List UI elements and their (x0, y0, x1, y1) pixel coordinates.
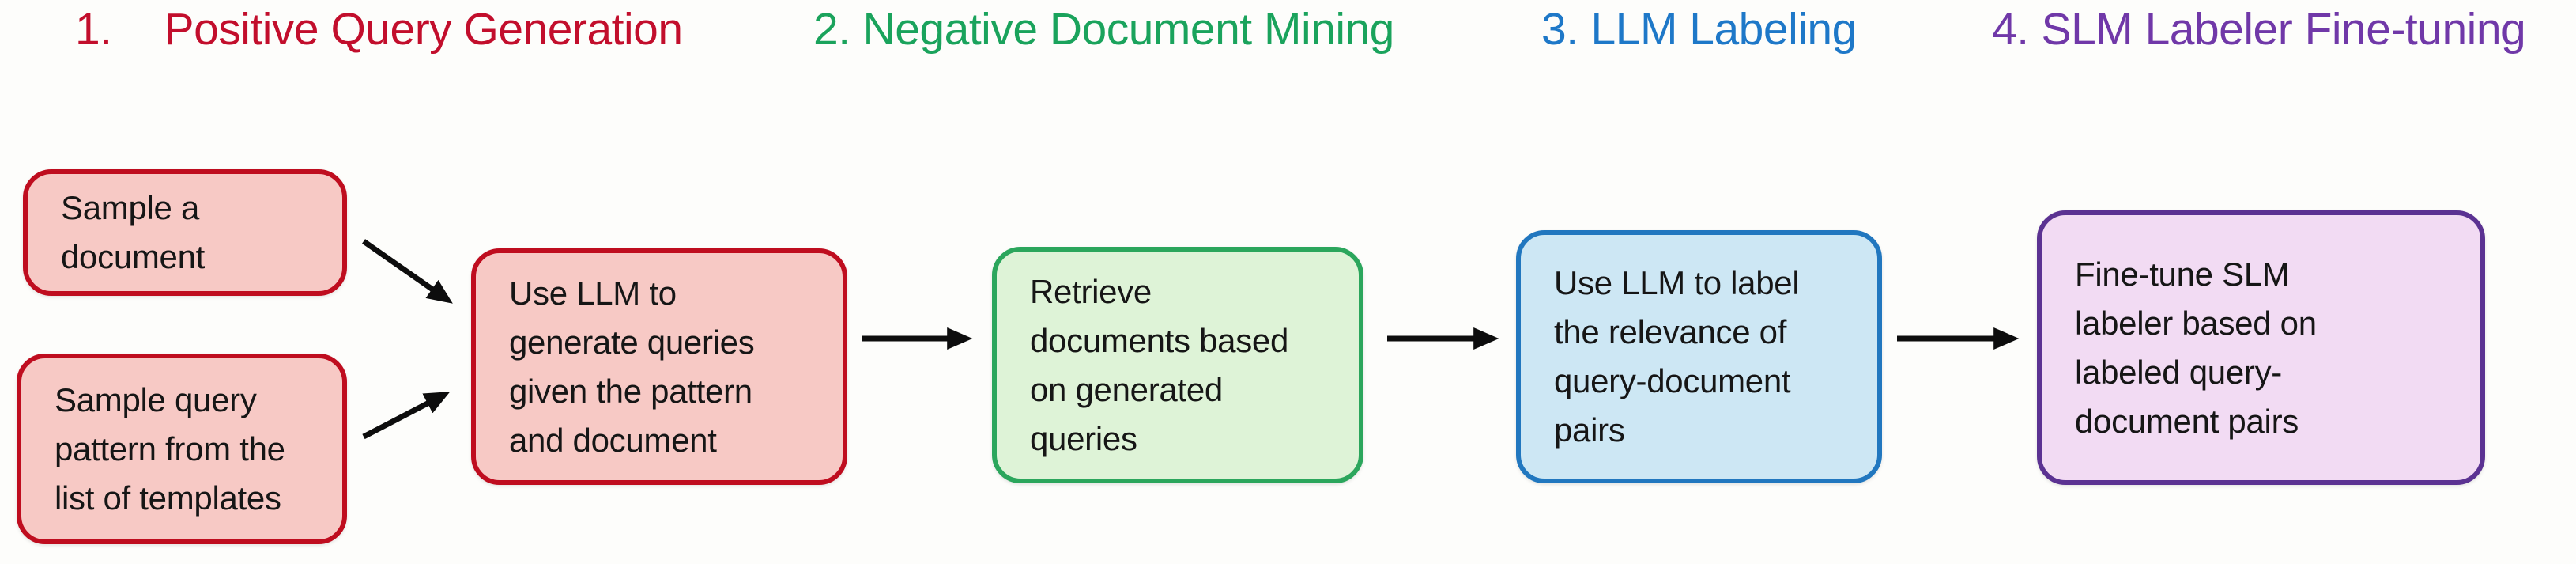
box-fine-tune-slm-labeler: Fine-tune SLM labeler based on labeled q… (2037, 210, 2485, 485)
box-text: Fine-tune SLM labeler based on labeled q… (2075, 255, 2317, 440)
box-sample-a-document: Sample a document (23, 169, 347, 296)
box-text: Use LLM to generate queries given the pa… (509, 274, 755, 459)
stage-title-positive-query-generation: 1. Positive Query Generation (75, 3, 683, 55)
stage-number: 2. (813, 4, 850, 55)
stage-title-llm-labeling: 3.LLM Labeling (1541, 3, 1857, 55)
stage-title-negative-document-mining: 2.Negative Document Mining (813, 3, 1394, 55)
stage-number: 3. (1541, 4, 1578, 55)
stage-title-slm-labeler-fine-tuning: 4.SLM Labeler Fine-tuning (1992, 3, 2526, 55)
box-use-llm-label-relevance: Use LLM to label the relevance of query-… (1516, 230, 1882, 483)
box-sample-query-pattern: Sample query pattern from the list of te… (17, 354, 347, 544)
stage-label: Negative Document Mining (862, 4, 1395, 55)
box-retrieve-documents: Retrieve documents based on generated qu… (992, 247, 1363, 483)
box-text: Sample a document (61, 189, 206, 275)
box-text: Use LLM to label the relevance of query-… (1554, 264, 1800, 449)
arrow-sample-document-to-generate (361, 239, 453, 304)
box-text: Sample query pattern from the list of te… (55, 380, 285, 517)
arrow-sample-pattern-to-generate (362, 392, 451, 440)
box-use-llm-generate-queries: Use LLM to generate queries given the pa… (471, 248, 847, 485)
stage-label: Positive Query Generation (164, 4, 684, 55)
stage-label: SLM Labeler Fine-tuning (2041, 4, 2526, 55)
stage-number: 1. (75, 4, 112, 55)
stage-label: LLM Labeling (1590, 4, 1858, 55)
stage-number: 4. (1992, 4, 2029, 55)
box-text: Retrieve documents based on generated qu… (1030, 272, 1289, 457)
